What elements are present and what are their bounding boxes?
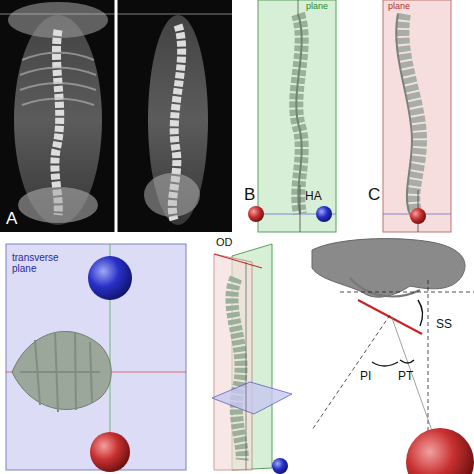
angle-label: OD <box>216 236 233 248</box>
plane-label: transverse plane <box>12 252 72 274</box>
panel-letter: A <box>6 210 17 229</box>
plane-label: plane <box>306 2 328 12</box>
angle-label: HA <box>305 190 322 203</box>
angle-label: PI <box>360 370 371 383</box>
panel-letter: C <box>368 186 380 205</box>
plane-label: plane <box>388 2 410 12</box>
angle-label: PT <box>398 370 413 383</box>
angle-label: SS <box>436 318 452 331</box>
panel-letter: B <box>244 186 255 205</box>
